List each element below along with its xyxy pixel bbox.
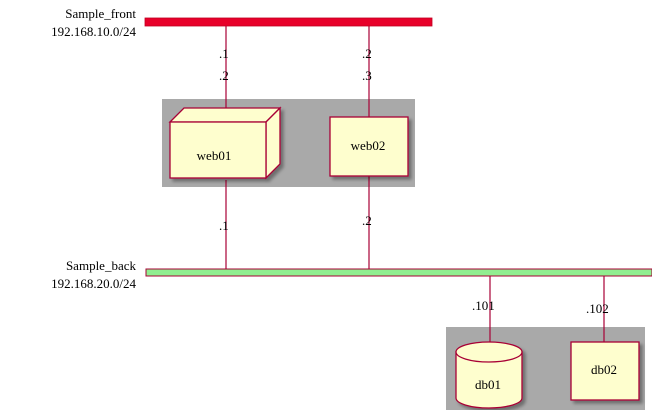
front-network-bar — [144, 17, 433, 27]
web01-back-address: .1 — [219, 218, 229, 233]
front-network-name: Sample_front — [65, 6, 136, 21]
db02-node[interactable] — [570, 341, 640, 401]
db02-label: db02 — [591, 362, 617, 377]
front-network-cidr: 192.168.10.0/24 — [51, 24, 136, 39]
web01-node[interactable] — [168, 106, 282, 180]
web02-node[interactable] — [329, 116, 409, 177]
web02-front-address: .2 — [362, 46, 372, 61]
web02-label: web02 — [351, 138, 386, 153]
db01-node[interactable] — [455, 341, 523, 409]
web01-box-front — [169, 121, 267, 179]
back-network-name: Sample_back — [66, 258, 137, 273]
web01-box-top — [168, 107, 282, 123]
db01-label: db01 — [475, 377, 501, 392]
web01-label: web01 — [197, 148, 232, 163]
db01-cylinder-body — [455, 351, 523, 409]
back-network-cidr: 192.168.20.0/24 — [51, 276, 136, 291]
web01-front-address: .1 — [219, 46, 229, 61]
back-network-bar — [145, 268, 652, 277]
web02-back-address: .2 — [362, 213, 372, 228]
db02-back-address: .102 — [586, 301, 609, 316]
db01-back-address: .101 — [472, 298, 495, 313]
web01-front-address-2: .2 — [219, 68, 229, 83]
db01-cylinder-top — [455, 341, 523, 363]
web02-front-address-2: .3 — [362, 68, 372, 83]
